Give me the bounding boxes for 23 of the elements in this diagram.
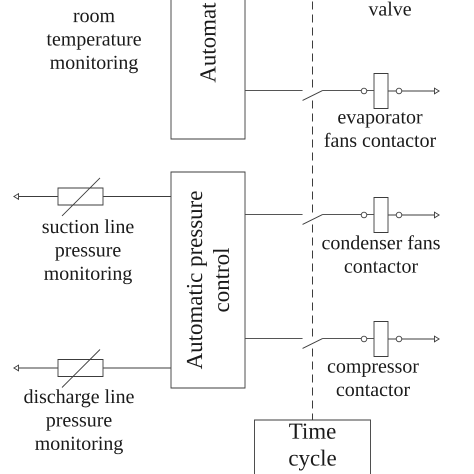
component-label: evaporator fans contactor <box>324 112 436 147</box>
dashed-line <box>312 348 313 420</box>
connector-line <box>103 196 171 197</box>
timer-box: Time cycle <box>254 420 371 474</box>
switch-symbol <box>302 338 323 349</box>
switch-symbol <box>302 90 323 101</box>
connector-line <box>322 90 374 91</box>
component-label: compressor contactor <box>328 363 419 396</box>
connector-line <box>245 338 303 339</box>
connector-line <box>322 338 374 339</box>
connector-line <box>322 214 374 215</box>
control-box: Automatic pressure control <box>170 172 246 388</box>
connector-line <box>245 214 303 215</box>
control-box: Automat <box>170 0 246 140</box>
switch-symbol <box>302 214 323 225</box>
component-label: valve <box>368 2 411 16</box>
component-label: room temperature monitoring <box>46 12 141 74</box>
component-label: discharge line pressure monitoring <box>24 389 134 454</box>
dashed-line <box>312 100 313 216</box>
connector-line <box>245 90 303 91</box>
dashed-line <box>312 224 313 340</box>
component-label: suction line pressure monitoring <box>42 219 134 284</box>
component-label: condenser fans contactor <box>322 235 440 273</box>
